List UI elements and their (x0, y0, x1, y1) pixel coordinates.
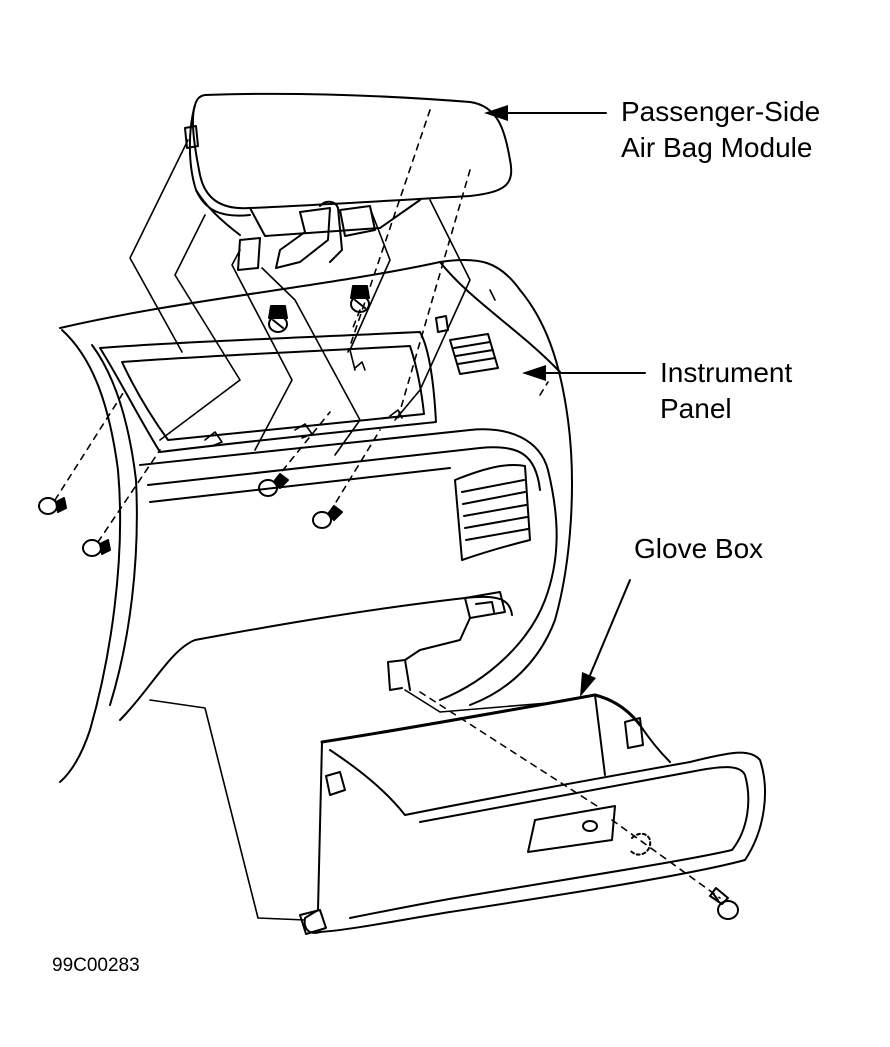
airbag-opening-inner (121, 345, 425, 441)
dash-top-edge (59, 258, 521, 329)
panel-clips (204, 361, 403, 447)
instrument-panel (59, 258, 573, 783)
instrument-panel-label: Instrument Panel (660, 355, 792, 427)
mounting-bolts (38, 285, 739, 920)
glove-box-latch (527, 805, 616, 853)
airbag-module-label-line-2: Air Bag Module (621, 132, 813, 163)
airbag-cover (191, 92, 513, 210)
airbag-cover-left-edge (188, 104, 251, 217)
bolt-airbag-2 (268, 305, 288, 333)
airbag-housing-left (195, 189, 241, 236)
dash-right-outline (469, 289, 573, 706)
bolt-right (312, 505, 343, 529)
bolt-center (258, 473, 289, 497)
instrument-panel-label-line-2: Panel (660, 393, 732, 424)
figure-code: 99C00283 (52, 955, 140, 976)
dash-top-rear-edge (439, 261, 561, 373)
dash-trim-line-1 (139, 428, 549, 471)
airbag-bracket-right (339, 205, 376, 237)
airbag-bracket-center (275, 207, 331, 269)
bolt-airbag-1 (350, 285, 370, 313)
airbag-opening (99, 331, 437, 453)
arrow-instrument-panel (522, 365, 646, 381)
dash-right-side (439, 469, 558, 701)
dash-left-inner (91, 344, 138, 706)
glove-box-bracket (387, 591, 506, 691)
glove-box-inner-left (329, 749, 406, 816)
arrow-airbag (484, 105, 607, 121)
glove-box-door (319, 751, 766, 933)
callout-arrows (484, 105, 646, 697)
upper-vent (435, 315, 499, 375)
bolt-left-1 (38, 497, 67, 515)
dash-lower-edge (119, 595, 513, 721)
dashed-lines (54, 109, 721, 899)
dash-left-side (59, 329, 122, 783)
glove-box-label-text: Glove Box (634, 533, 764, 564)
airbag-module-label-line-1: Passenger-Side (621, 96, 821, 127)
bolt-glove-box (709, 887, 739, 920)
airbag-bracket-left (237, 237, 261, 271)
bolt-left-2 (82, 539, 111, 557)
dash-trim-line-2 (147, 446, 541, 491)
airbag-module (184, 92, 513, 271)
instrument-panel-label-line-1: Instrument (660, 357, 793, 388)
glove-box (299, 693, 766, 935)
airbag-housing (249, 199, 421, 237)
glove-box-right-wall (594, 694, 606, 776)
glove-box-door-inner (349, 766, 750, 919)
glove-box-left-wall (303, 741, 323, 934)
center-vent (454, 464, 531, 561)
glove-box-right-back (639, 724, 671, 763)
exploded-lines (129, 139, 561, 921)
airbag-module-label: Passenger-Side Air Bag Module (621, 94, 820, 166)
arrow-glove-box (580, 579, 631, 697)
glove-box-top-rim (320, 693, 642, 744)
glove-box-label: Glove Box (634, 531, 763, 567)
dash-trim-line-3 (149, 467, 451, 503)
airbag-tab-left (184, 125, 199, 149)
